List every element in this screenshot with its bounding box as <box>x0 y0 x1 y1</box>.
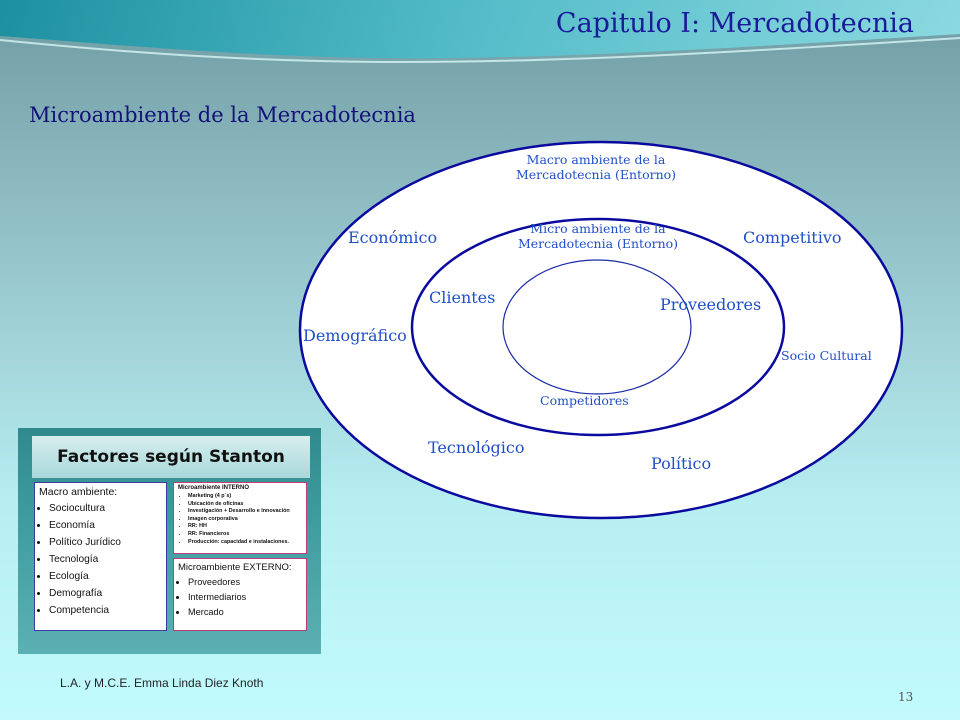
label-competidores: Competidores <box>540 393 629 408</box>
stanton-micro-interno-title: Microambiente INTERNO <box>178 485 250 491</box>
stanton-micro-interno-list: Marketing (4 p´s) Ubicación de oficinas … <box>178 493 302 546</box>
macro-title-line1: Macro ambiente de la <box>526 152 666 167</box>
slide-title: Capitulo I: Mercadotecnia <box>555 8 914 39</box>
stanton-macro-title: Macro ambiente: <box>39 486 118 498</box>
page-number: 13 <box>898 690 914 704</box>
list-item: Competencia <box>49 602 162 619</box>
list-item: Marketing (4 p´s) <box>188 493 302 501</box>
list-item: Proveedores <box>188 575 302 590</box>
stanton-macro-list: Sociocultura Economía Político Jurídico … <box>39 500 162 619</box>
core-ellipse <box>502 259 692 395</box>
stanton-title: Factores según Stanton <box>32 436 310 478</box>
label-politico: Político <box>651 454 712 473</box>
list-item: Ubicación de oficinas <box>188 501 302 509</box>
list-item: Investigación + Desarrollo e Innovación <box>188 508 302 516</box>
list-item: Imagen corporativa <box>188 516 302 524</box>
stanton-macro-box: Macro ambiente: Sociocultura Economía Po… <box>34 482 167 631</box>
list-item: Político Jurídico <box>49 534 162 551</box>
micro-title-line2: Mercadotecnia (Entorno) <box>517 236 679 251</box>
stanton-factors-image: Factores según Stanton Macro ambiente: S… <box>18 428 321 654</box>
footer-author: L.A. y M.C.E. Emma Linda Diez Knoth <box>60 676 264 690</box>
micro-environment-title: Micro ambiente de la Mercadotecnia (Ento… <box>496 221 700 251</box>
label-clientes: Clientes <box>429 288 496 307</box>
stanton-micro-interno-box: Microambiente INTERNO Marketing (4 p´s) … <box>173 482 307 554</box>
stanton-micro-externo-title: Microambiente EXTERNO: <box>178 562 292 573</box>
label-tecnologico: Tecnológico <box>428 438 525 457</box>
list-item: Tecnología <box>49 551 162 568</box>
list-item: Ecología <box>49 568 162 585</box>
header-wave-decoration <box>0 0 960 64</box>
list-item: Demografía <box>49 585 162 602</box>
label-demografico: Demográfico <box>303 326 407 345</box>
macro-environment-title: Macro ambiente de la Mercadotecnia (Ento… <box>496 152 696 182</box>
label-economico: Económico <box>348 228 438 247</box>
label-socio-cultural: Socio Cultural <box>781 348 872 363</box>
list-item: RR: Financieros <box>188 531 302 539</box>
macro-title-line2: Mercadotecnia (Entorno) <box>515 167 677 182</box>
list-item: Sociocultura <box>49 500 162 517</box>
label-competitivo: Competitivo <box>743 228 842 247</box>
list-item: Mercado <box>188 605 302 620</box>
micro-title-line1: Micro ambiente de la <box>530 221 666 236</box>
slide-subtitle: Microambiente de la Mercadotecnia <box>29 103 416 127</box>
label-proveedores: Proveedores <box>660 295 762 314</box>
list-item: Intermediarios <box>188 590 302 605</box>
stanton-micro-externo-box: Microambiente EXTERNO: Proveedores Inter… <box>173 558 307 631</box>
list-item: RR: HH <box>188 523 302 531</box>
list-item: Economía <box>49 517 162 534</box>
stanton-micro-externo-list: Proveedores Intermediarios Mercado <box>178 575 302 620</box>
list-item: Producción: capacidad e instalaciones. <box>188 539 302 547</box>
